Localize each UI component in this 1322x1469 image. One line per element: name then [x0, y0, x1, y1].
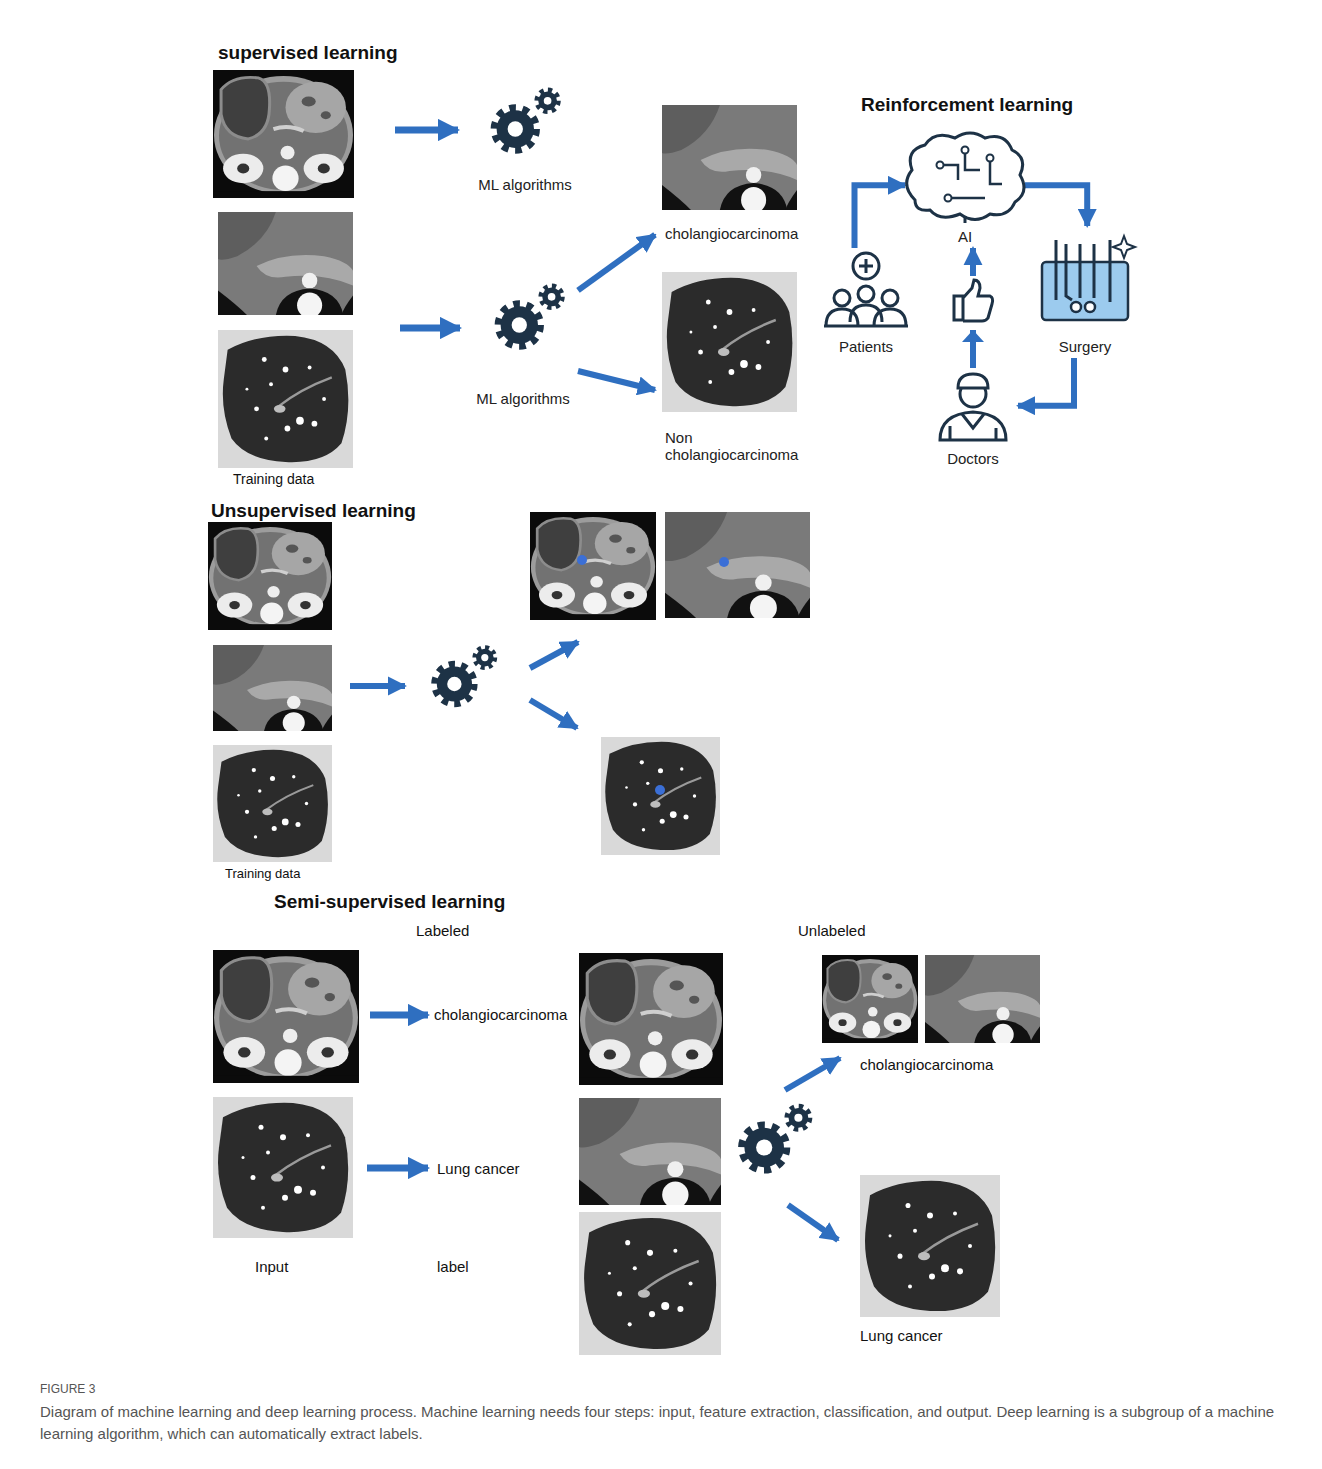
- node-label: AI: [958, 228, 972, 245]
- ct-image-output: cholangiocarcinoma: [655, 100, 805, 245]
- flow-arrow: [1025, 185, 1087, 226]
- text-label: cholangiocarcinoma: [860, 1056, 993, 1074]
- flow-arrow: [578, 371, 655, 390]
- node-label-holder: cholangiocarcinoma: [655, 225, 805, 243]
- text-label: FIGURE 3: [40, 1382, 95, 1396]
- node-label: Patients: [839, 338, 893, 355]
- figure-caption: Diagram of machine learning and deep lea…: [40, 1401, 1280, 1445]
- node-label: Non cholangiocarcinoma: [665, 429, 803, 464]
- flow-arrow: [855, 185, 906, 248]
- node-label: Surgery: [1059, 338, 1112, 355]
- text-label: Lung cancer: [860, 1327, 943, 1345]
- section-heading: Unsupervised learning: [211, 500, 416, 523]
- node-label: Doctors: [947, 450, 999, 467]
- ai-brain-icon: AI: [905, 138, 1025, 248]
- text-label: Unlabeled: [798, 922, 866, 940]
- algorithm-gear: ML algorithms: [470, 80, 580, 196]
- node-label-holder: ML algorithms: [468, 390, 578, 408]
- section-heading: Reinforcement learning: [861, 94, 1073, 117]
- text-label: label: [437, 1258, 469, 1276]
- section-heading: Semi-supervised learning: [274, 891, 505, 914]
- node-label-holder: Patients: [818, 338, 914, 356]
- ct-image-output: Non cholangiocarcinoma: [655, 266, 807, 466]
- text-label: Training data: [225, 866, 300, 882]
- node-label-holder: Surgery: [1030, 338, 1140, 356]
- doctors-icon: Doctors: [928, 368, 1018, 470]
- text-label: Input: [255, 1258, 288, 1276]
- patients-icon: Patients: [818, 248, 914, 358]
- node-label-holder: Non cholangiocarcinoma: [655, 429, 807, 464]
- algorithm-gear: ML algorithms: [468, 280, 578, 410]
- flow-arrow: [578, 235, 655, 291]
- node-label-holder: Doctors: [928, 450, 1018, 468]
- section-heading: supervised learning: [218, 42, 398, 65]
- node-label: ML algorithms: [478, 176, 572, 193]
- surgery-icon: Surgery: [1030, 226, 1140, 358]
- node-label-holder: AI: [905, 228, 1025, 246]
- node-label: cholangiocarcinoma: [665, 225, 798, 242]
- text-label: Lung cancer: [437, 1160, 520, 1178]
- flow-arrow: [1018, 358, 1074, 406]
- text-label: cholangiocarcinoma: [434, 1006, 567, 1024]
- text-label: Training data: [233, 471, 314, 488]
- text-label: Labeled: [416, 922, 469, 940]
- node-label: ML algorithms: [476, 390, 570, 407]
- node-label-holder: ML algorithms: [470, 176, 580, 194]
